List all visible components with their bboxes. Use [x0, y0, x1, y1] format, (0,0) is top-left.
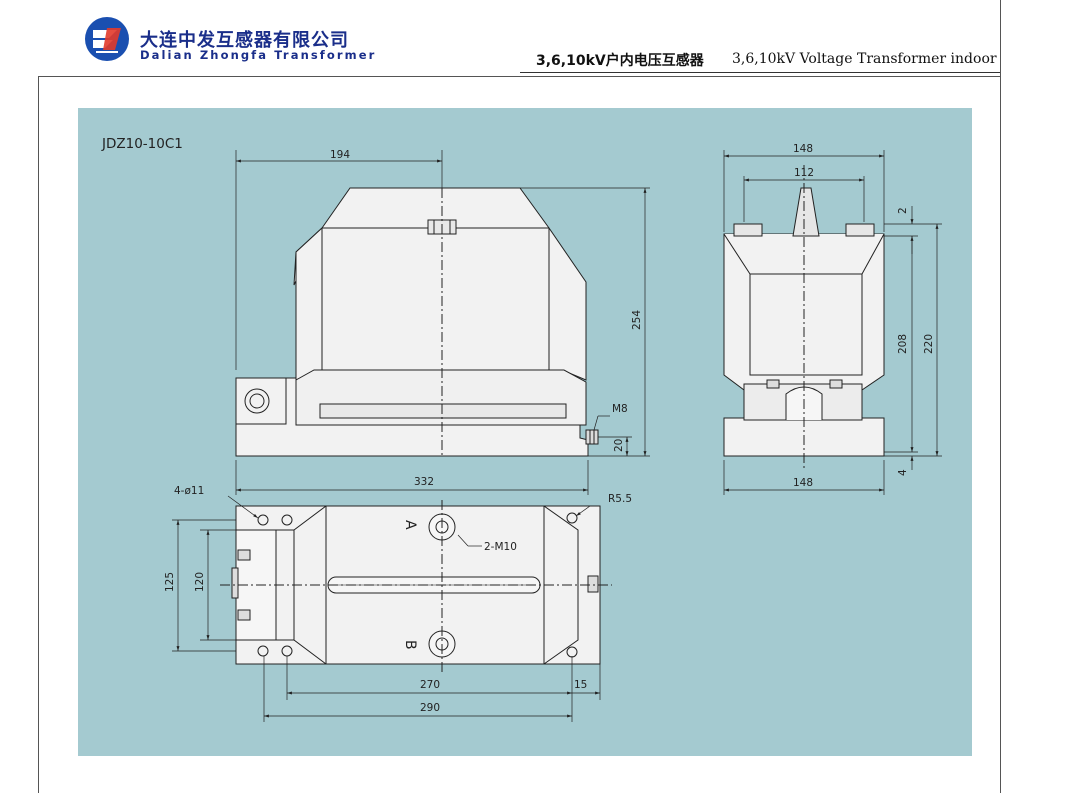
- dim-side-148-top: 148: [793, 143, 813, 155]
- dim-side-208: 208: [897, 334, 909, 354]
- dim-plan-290: 290: [420, 702, 440, 714]
- holes-label: 4-ø11: [174, 485, 204, 497]
- front-view: [235, 150, 650, 495]
- dim-side-2: 2: [897, 207, 909, 214]
- terminal-a-label: A: [402, 520, 418, 530]
- dim-side-148-bottom: 148: [793, 477, 813, 489]
- dim-front-20: 20: [613, 439, 625, 452]
- dim-plan-125: 125: [164, 572, 176, 592]
- page-title-en: 3,6,10kV Voltage Transformer indoor: [732, 51, 997, 67]
- model-label: JDZ10-10C1: [101, 136, 183, 152]
- side-view: [723, 150, 942, 495]
- header-divider: [520, 72, 1000, 73]
- dim-front-194: 194: [330, 149, 350, 161]
- page-frame: [38, 76, 1000, 793]
- dim-side-112: 112: [794, 167, 814, 179]
- dim-front-254: 254: [631, 310, 643, 330]
- header: 大连中发互感器有限公司 Dalian Zhongfa Transformer 3…: [0, 0, 1080, 76]
- right-frame-line: [1000, 0, 1001, 793]
- terminal-label: 2-M10: [484, 541, 517, 553]
- dim-plan-15: 15: [574, 679, 587, 691]
- company-name-cn: 大连中发互感器有限公司: [140, 30, 349, 51]
- dim-plan-120: 120: [194, 572, 206, 592]
- company-logo-icon: [85, 17, 129, 61]
- dim-side-220: 220: [923, 334, 935, 354]
- dim-side-4: 4: [897, 469, 909, 476]
- terminal-b-label: B: [402, 640, 418, 650]
- dim-front-332: 332: [414, 476, 434, 488]
- bolt-label-m8: M8: [612, 403, 628, 415]
- radius-label: R5.5: [608, 493, 632, 505]
- dim-plan-270: 270: [420, 679, 440, 691]
- page-title-cn: 3,6,10kV户内电压互感器: [536, 53, 704, 69]
- company-name-en: Dalian Zhongfa Transformer: [140, 48, 377, 62]
- plan-view: [172, 495, 612, 722]
